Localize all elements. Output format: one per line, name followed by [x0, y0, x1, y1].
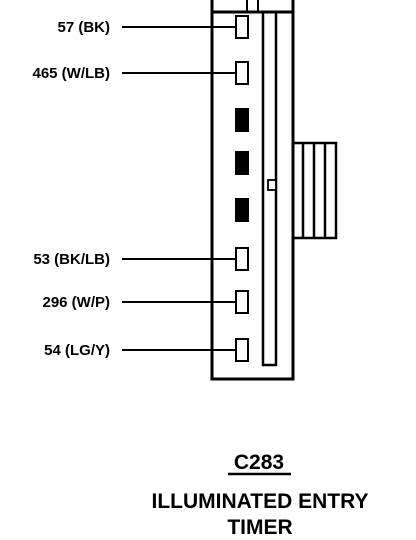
connector-id: C283: [234, 451, 284, 474]
pin-cavity: [235, 247, 249, 271]
pin-cavity: [235, 61, 249, 85]
wire-label: 54 (LG/Y): [44, 342, 110, 359]
pins-group: 57 (BK) 465 (W/LB) 53 (BK/LB) 296 (W/P) 54 (…: [32, 15, 249, 362]
pin-cavity-filled: [235, 108, 249, 132]
pin-cavity: [235, 338, 249, 362]
pin-cavity: [235, 15, 249, 39]
connector-description-line2: TIMER: [227, 516, 292, 539]
connector-body: [210, 0, 295, 381]
pin-cavity-filled: [235, 151, 249, 175]
pin-cavity: [235, 290, 249, 314]
wire-label: 53 (BK/LB): [33, 251, 110, 268]
pin-cavity-filled: [235, 198, 249, 222]
rail-latch: [267, 179, 277, 191]
side-mounting-tab: [293, 141, 338, 240]
wire-label: 57 (BK): [57, 19, 110, 36]
connector-description-line1: ILLUMINATED ENTRY: [152, 490, 369, 513]
wire-label: 296 (W/P): [42, 294, 110, 311]
wire-label: 465 (W/LB): [32, 65, 110, 82]
connector-top-notch: [246, 0, 259, 12]
